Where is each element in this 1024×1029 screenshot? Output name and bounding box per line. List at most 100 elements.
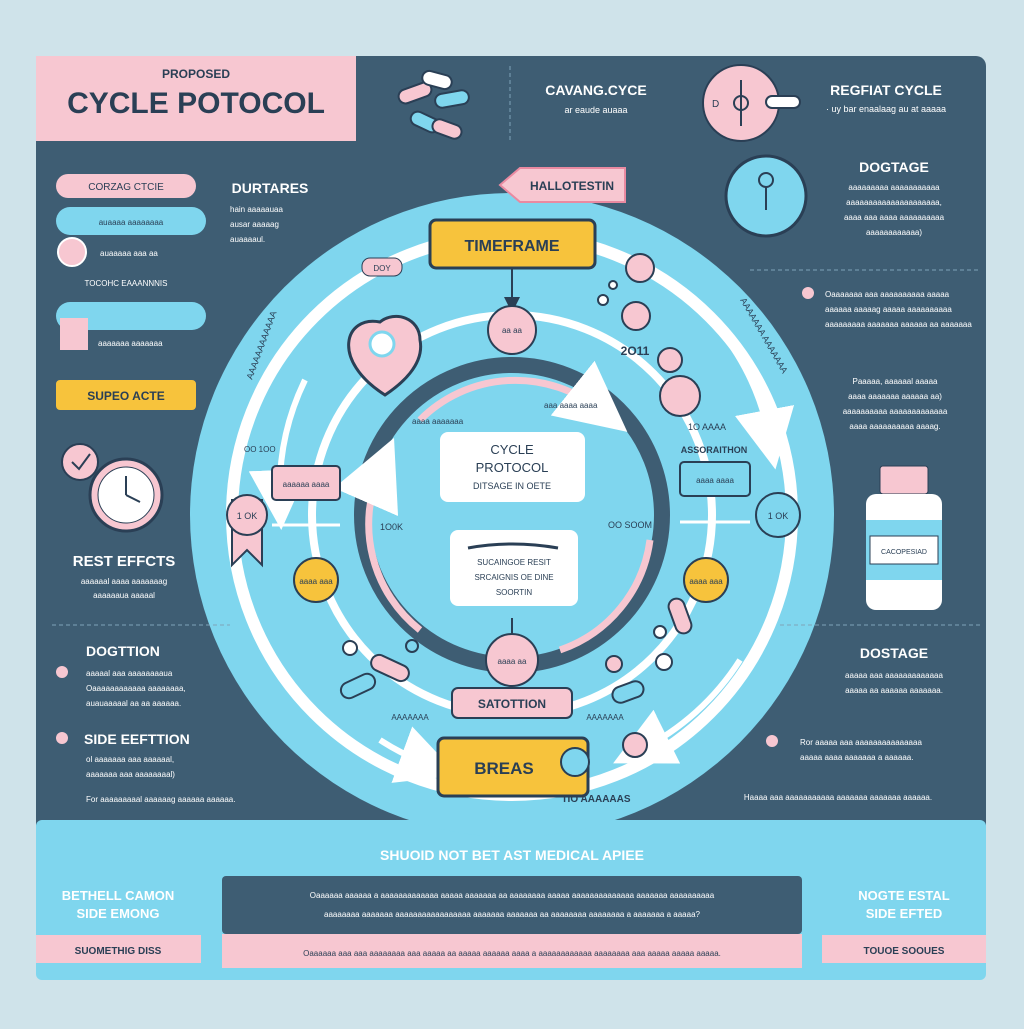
left-chip-4-label: TOCOHC EAAANNNIS [85,279,168,288]
inner-arc-left: aaaa aaaaaaa [412,417,464,426]
right-bullet-2-line2: aaaaa aaaa aaaaaaa a aaaaaa. [800,753,913,762]
left-chip-1-label: CORZAG CTCIE [88,182,164,193]
center-info-line3: SOORTIN [496,588,533,597]
dogtage-line4: aaaaaaaaaaaa) [866,228,922,237]
center-header-title: CAVANG.CYCE [545,82,646,98]
durtares-line3: auaaaaul. [230,235,265,244]
dogtage-line2: aaaaaaaaaaaaaaaaaaaaa, [846,198,942,207]
dogtition-line1: aaaaal aaa aaaaaaaaua [86,669,173,678]
left-inner-card-text: aaaaaa aaaa [283,480,330,489]
dogtition-bullet-icon [56,666,68,678]
right-bullet-2-line1: Ror aaaaa aaa aaaaaaaaaaaaaaa [800,738,922,747]
dot-label: DOY [373,264,391,273]
stopwatch-icon [61,443,164,533]
dogtage-line3: aaaa aaa aaaa aaaaaaaaaa [844,213,945,222]
footer-left-title-line2: SIDE EMONG [76,906,159,921]
center-card [440,432,585,502]
top-node [487,305,537,355]
bubbles-icon [597,253,701,417]
footer-right-chip-label: TOUOE SOOUES [864,946,945,957]
svg-text:D: D [712,99,719,110]
medical-warning: SHUOID NOT BET AST MEDICAL APIEE [380,847,644,863]
header-pills-icon [397,69,470,140]
footer-left-title-line1: BETHELL CAMON [62,888,174,903]
center-title-line2: PROTOCOL [476,460,549,475]
rest-effects-line1: aaaaaal aaaa aaaaaaag [81,577,167,586]
durtares-title: DURTARES [232,180,309,196]
right-para-line3: aaaaaaaaaa aaaaaaaaaaaaa [843,407,948,416]
left-inner-card [271,465,341,501]
footer-note: Oaaaaaa aaa aaa aaaaaaaa aaa aaaaa aa aa… [303,949,721,958]
top-node-label: aa aa [502,326,523,335]
footer-left-chip-label: SUOMETHIG DISS [75,946,162,957]
bottom-node [485,633,539,687]
right-inner-card [679,461,751,497]
rest-effects-title: REST EFFCTS [73,553,176,570]
supplement-label: SUPEO ACTE [87,389,165,403]
left-chip-1 [56,174,196,198]
dogtition-line3: auauaaaaal aa aa aaaaaa. [86,699,181,708]
ring-small-top-right: 1O AAAA [688,422,726,432]
bottom-arc-label: TIO AAAAAAS [561,794,630,805]
right-header-sub: · uy bar enaalaag au at aaaaa [826,104,946,114]
center-info-line1: SUCAINGOE RESIT [477,558,551,567]
right-para-line2: aaaa aaaaaaa aaaaaa aa) [848,392,942,401]
dostage-line2: aaaaa aa aaaaaa aaaaaaa. [845,686,943,695]
title-kicker: PROPOSED [162,67,230,81]
footer-note-strip [222,934,802,968]
footer-left-chip [36,935,201,963]
footer-right-title-line2: SIDE EFTED [866,906,943,921]
right-inner-card-text: aaaa aaaa [696,476,734,485]
center-title-line1: CYCLE [490,442,534,457]
vial-label: CACOPESIAD [881,549,927,556]
center-info-card [450,530,578,606]
left-node-icon [57,237,87,267]
center-subtitle: DITSAGE IN OETE [473,481,551,491]
footer-text-line1: Oaaaaaa aaaaaa a aaaaaaaaaaaaa aaaaa aaa… [310,891,715,900]
footer-right-chip [822,935,986,963]
dogtition-line2: Oaaaaaaaaaaaa aaaaaaaa, [86,684,186,693]
supplement-chip [56,380,196,410]
timer-icon [724,154,808,238]
right-header-title: REGFIAT CYCLE [830,82,942,98]
chip-bottom-left: AAAAAAA [391,713,429,722]
year-label: 2O11 [621,344,650,358]
durtares-line1: hain aaaaauaa [230,205,283,214]
satotion-box [451,687,573,719]
side-effect-bullet-icon [56,732,68,744]
right-note: Haaaa aaa aaaaaaaaaaa aaaaaaa aaaaaaa aa… [744,793,932,802]
chip-bottom-right: AAAAAAA [586,713,624,722]
right-bullet-1-line1: Oaaaaaaa aaa aaaaaaaaaa aaaaa [825,290,950,299]
left-coin-label: aaaa aaa [299,577,333,586]
right-badge [755,492,801,538]
rest-effects-line2: aaaaaaua aaaaal [93,591,155,600]
inner-arc-right: aaa aaaa aaaa [544,401,598,410]
capsules-icon [339,597,693,704]
left-badge-label: 1 OK [237,511,258,521]
satotion-label: SATOTTION [478,697,546,711]
left-chip-5-swatch [60,318,88,350]
bottom-node-label: aaaa aa [498,657,527,666]
medicine-vial-icon [866,465,942,610]
dostage-title: DOSTAGE [860,645,928,661]
breaks-label: BREAS [474,759,534,778]
right-coin [683,557,729,603]
right-coin-label: aaaa aaa [689,577,723,586]
right-para-line1: Paaaaa, aaaaaal aaaaa [853,377,939,386]
hallotestin-label: HALLOTESTIN [530,179,614,193]
left-chip-2 [56,207,206,235]
ring-small-right: OO SOOM [608,520,652,530]
dogtage-line1: aaaaaaaaa aaaaaaaaaaa [848,183,940,192]
right-bullet-1-line3: aaaaaaaaa aaaaaaa aaaaaa aa aaaaaaa [825,320,972,329]
clock-toggle-icon: D [702,64,801,142]
left-chip-2-label: auaaaa aaaaaaaa [99,218,164,227]
left-chip-5-label: aaaaaaa aaaaaaa [98,339,163,348]
left-coin [293,557,339,603]
title-card [36,56,356,141]
center-header-sub: ar eaude auaaa [564,105,627,115]
dogtition-title: DOGTTION [86,643,160,659]
dostage-line1: aaaaa aaa aaaaaaaaaaaaa [845,671,943,680]
page-title: CYCLE POTOCOL [67,87,325,120]
right-para-line4: aaaa aaaaaaaaaa aaaag. [849,422,940,431]
